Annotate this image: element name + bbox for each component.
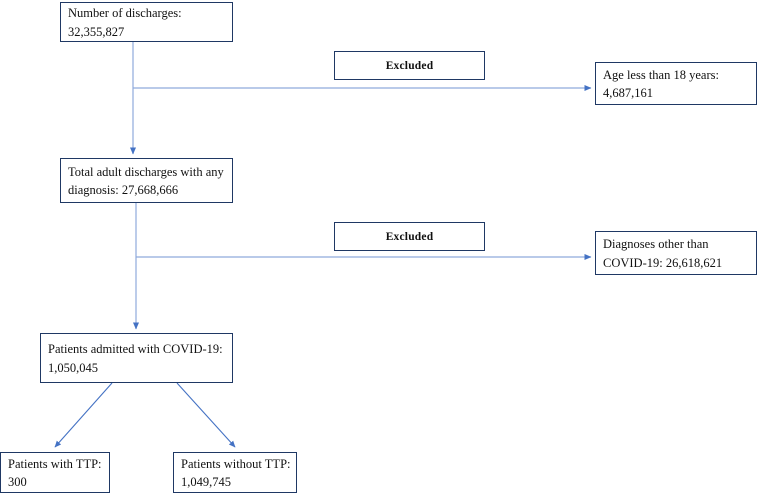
node-diagnosis-exclusion-line2: COVID-19: 26,618,621 xyxy=(603,255,723,270)
node-discharges-line1: Number of discharges: xyxy=(68,6,182,21)
node-adult-discharges-line1: Total adult discharges with any xyxy=(68,164,224,179)
node-excluded-1-label: Excluded xyxy=(385,59,434,72)
node-diagnosis-exclusion-line1: Diagnoses other than xyxy=(603,237,709,252)
node-without-ttp-line1: Patients without TTP: xyxy=(181,456,291,471)
node-number-of-discharges: Number of discharges: 32,355,827 xyxy=(60,2,233,42)
node-diagnosis-exclusion: Diagnoses other than COVID-19: 26,618,62… xyxy=(595,231,757,275)
node-covid-admitted: Patients admitted with COVID-19: 1,050,0… xyxy=(40,333,233,383)
node-excluded-2: Excluded xyxy=(334,222,485,251)
connector-covid-to-without-ttp xyxy=(176,382,236,448)
node-age-exclusion-line1: Age less than 18 years: xyxy=(603,67,719,82)
node-excluded-2-label: Excluded xyxy=(385,230,434,243)
node-age-exclusion-line2: 4,687,161 xyxy=(603,86,653,100)
node-with-ttp-line2: 300 xyxy=(8,475,27,489)
node-total-adult-discharges: Total adult discharges with any diagnosi… xyxy=(60,158,233,203)
node-patients-without-ttp: Patients without TTP: 1,049,745 xyxy=(173,452,297,493)
node-with-ttp-line1: Patients with TTP: xyxy=(8,456,102,471)
node-age-exclusion: Age less than 18 years: 4,687,161 xyxy=(595,62,757,105)
node-patients-with-ttp: Patients with TTP: 300 xyxy=(0,452,110,493)
node-adult-discharges-line2: diagnosis: 27,668,666 xyxy=(68,183,179,197)
connector-covid-to-with-ttp xyxy=(54,382,113,448)
node-excluded-1: Excluded xyxy=(334,51,485,80)
node-covid-admitted-line2: 1,050,045 xyxy=(48,360,98,375)
node-without-ttp-line2: 1,049,745 xyxy=(181,475,231,489)
node-discharges-line2: 32,355,827 xyxy=(68,24,125,39)
node-covid-admitted-line1: Patients admitted with COVID-19: xyxy=(48,342,223,357)
